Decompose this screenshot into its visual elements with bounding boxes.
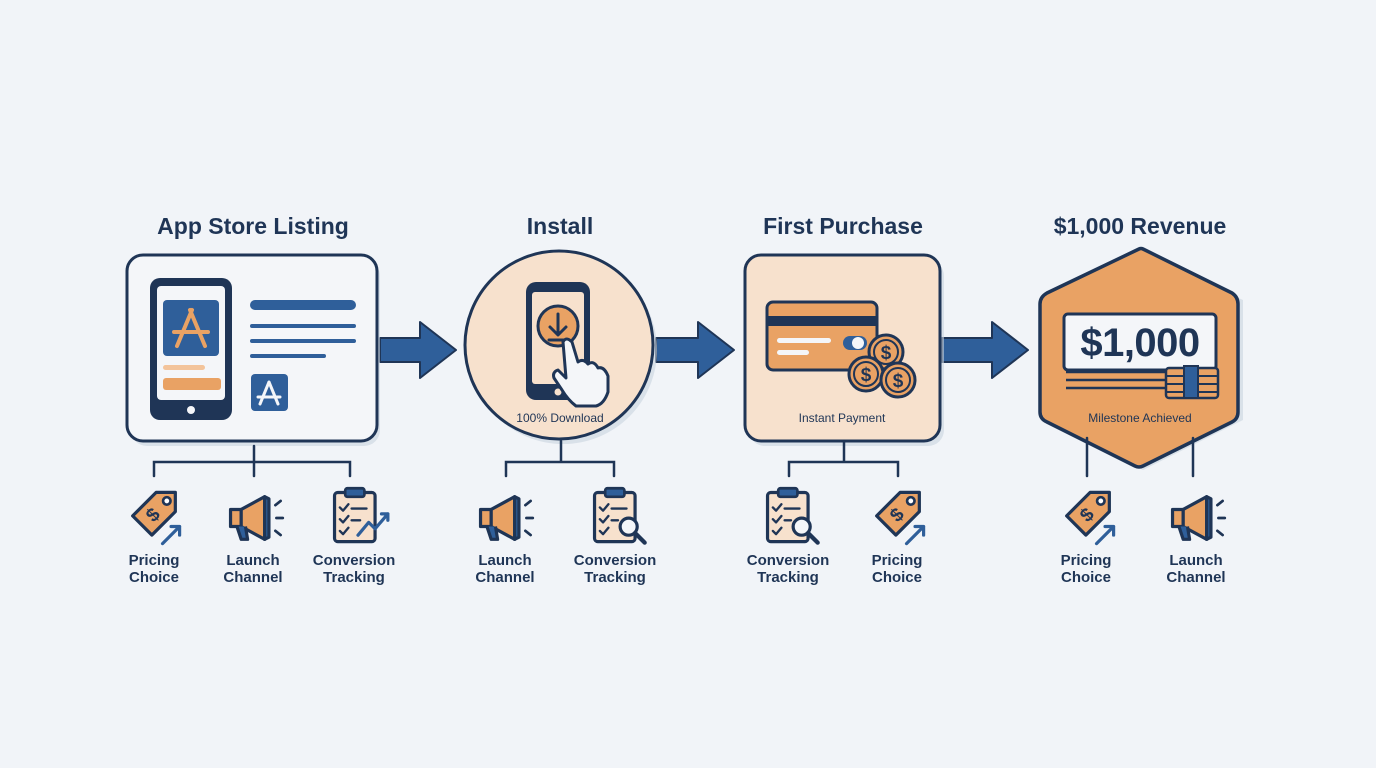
- stage-caption: 100% Download: [516, 411, 604, 425]
- clipboard-search-icon: [768, 488, 818, 542]
- stage-title: App Store Listing: [157, 213, 349, 239]
- stage-first-purchase-card: [743, 253, 944, 446]
- stage-app-store-listing-card: [125, 253, 380, 446]
- stage-title: $1,000 Revenue: [1053, 213, 1227, 239]
- stage-caption: Milestone Achieved: [1088, 411, 1192, 425]
- flow-arrow-1: [379, 321, 457, 379]
- price-tag-icon: [875, 490, 926, 546]
- stage-revenue-card: [1038, 246, 1243, 470]
- clipboard-search-icon: [595, 488, 645, 542]
- stage-caption: Instant Payment: [798, 411, 886, 425]
- stage2-factor-bracket: [504, 439, 616, 478]
- clipboard-chart-icon: [332, 486, 390, 544]
- flow-arrow-2: [655, 321, 735, 379]
- stage3-factor-bracket: [787, 439, 900, 478]
- stage1-factor-bracket: [152, 444, 352, 478]
- stage-title: Install: [526, 213, 594, 239]
- revenue-amount: $1,000: [1080, 321, 1200, 365]
- stage-install-card: [463, 249, 657, 444]
- stage-title: First Purchase: [763, 213, 923, 239]
- price-tag-icon: [131, 490, 182, 546]
- megaphone-icon: [478, 495, 535, 541]
- megaphone-icon: [1170, 495, 1227, 541]
- stage4-factor-connectors: [1085, 436, 1195, 478]
- megaphone-icon: [228, 495, 285, 541]
- flow-arrow-3: [941, 321, 1029, 379]
- price-tag-icon: [1065, 490, 1116, 546]
